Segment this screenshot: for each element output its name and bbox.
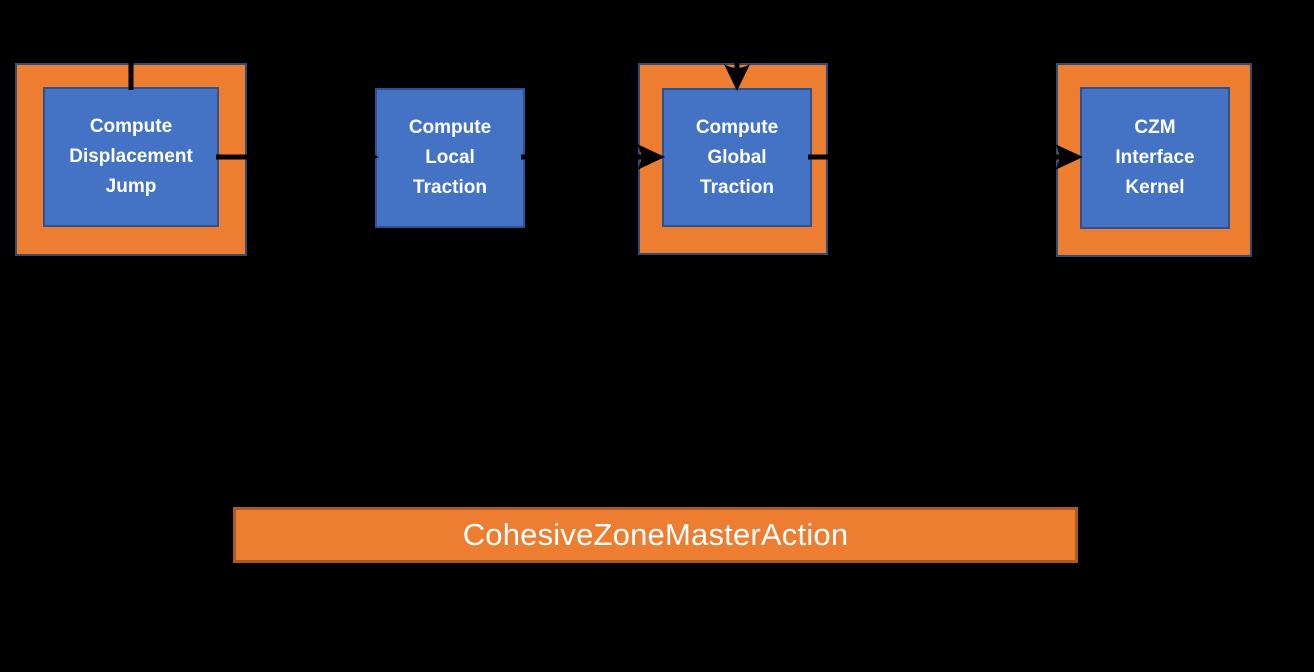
node-label-line: CZM	[1134, 117, 1176, 138]
node-label-line: Compute	[408, 117, 492, 138]
cohesive-zone-master-action-label: CohesiveZoneMasterAction	[462, 517, 849, 552]
node-label-line: Kernel	[1125, 177, 1185, 198]
node-label-line: Interface	[1115, 147, 1195, 168]
node-compute-displacement-jump: Compute Displacement Jump	[43, 87, 219, 227]
node-czm-interface-kernel: CZM Interface Kernel	[1080, 87, 1230, 229]
node-label-line: Traction	[700, 176, 774, 198]
node-label-line: Global	[707, 146, 767, 168]
node-label-line: Compute	[695, 116, 779, 138]
node-compute-local-traction: Compute Local Traction	[375, 88, 525, 228]
cohesive-zone-master-action-bar: CohesiveZoneMasterAction	[233, 507, 1078, 563]
node-label-line: Compute	[89, 116, 173, 137]
node-label-line: Local	[425, 147, 475, 168]
node-compute-global-traction: Compute Global Traction	[662, 88, 812, 227]
node-label-line: Traction	[413, 177, 487, 198]
node-label-line: Displacement	[69, 146, 193, 167]
node-label-line: Jump	[105, 176, 157, 197]
